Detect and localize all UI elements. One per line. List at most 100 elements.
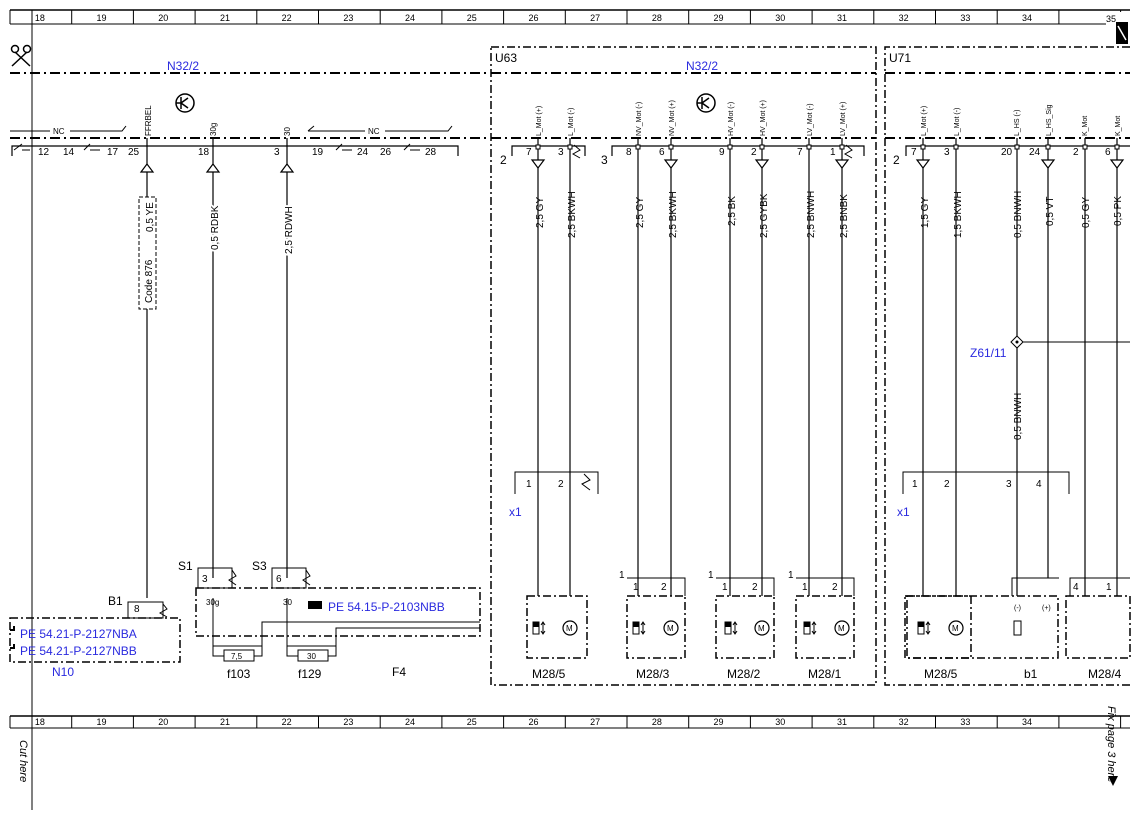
sig-ffrbel: FFRBEL <box>144 105 153 136</box>
svg-text:M: M <box>952 624 959 633</box>
b1-plus-terminal: (+) <box>1042 605 1051 612</box>
motor-pin-2: 2 <box>661 582 667 593</box>
nc-label-left: NC <box>53 127 65 136</box>
fix-page-text: Fix page 3 here <box>1105 706 1117 782</box>
u71-label: U71 <box>889 51 911 65</box>
s1-label: S1 <box>178 559 193 573</box>
sig-nv-mot-minus: NV_Mot (-) <box>636 102 643 136</box>
grid-col-26-top: 26 <box>528 13 538 23</box>
grid-col-21-top: 21 <box>220 13 230 23</box>
grid-col-29-bottom: 29 <box>714 717 724 727</box>
grid-col-32-top: 32 <box>899 13 909 23</box>
wire-0-5-pk: 0,5 PK <box>1113 196 1124 226</box>
svg-text:2,5 RDWH: 2,5 RDWH <box>284 206 295 254</box>
s3-pin-6: 6 <box>276 574 282 585</box>
f103-label: f103 <box>227 667 251 681</box>
grid-col-27-bottom: 27 <box>590 717 600 727</box>
grid-col-33-bottom: 33 <box>960 717 970 727</box>
grid-col-19-bottom: 19 <box>97 717 107 727</box>
u63-label: U63 <box>495 51 517 65</box>
u71-pin-24: 24 <box>1029 147 1041 158</box>
wire-2-5-bkwh-2: 2,5 BKWH <box>668 191 679 238</box>
motor-pin-1b: 1 <box>802 582 808 593</box>
sig-l-mot-plus: L_Mot (+) <box>536 106 543 136</box>
wire-2-5-bkwh-1: 2,5 BKWH <box>567 191 578 238</box>
z61-11-label: Z61/11 <box>970 346 1007 360</box>
grid-col-20-top: 20 <box>158 13 168 23</box>
wire-1-5-gy: 1,5 GY <box>920 197 931 228</box>
grid-col-27-top: 27 <box>590 13 600 23</box>
scissors-icon <box>10 44 32 67</box>
u71-pin-20: 20 <box>1001 147 1013 158</box>
grid-col-26-bottom: 26 <box>528 717 538 727</box>
u63-pin-7: 7 <box>526 147 532 158</box>
grid-col-23-top: 23 <box>343 13 353 23</box>
f4-label: F4 <box>392 665 406 679</box>
x1-left-connector: 1 2 x1 <box>509 471 599 519</box>
grid-col-21-bottom: 21 <box>220 717 230 727</box>
grid-col-31-bottom: 31 <box>837 717 847 727</box>
grid-col-22-top: 22 <box>282 13 292 23</box>
u71-sig-l-hs-sig: L_HS_Sig <box>1046 104 1053 136</box>
grid-col-25-bottom: 25 <box>467 717 477 727</box>
code-876-label: Code 876 <box>144 259 155 303</box>
ref-pe-54-21-p-2127nbb[interactable]: PE 54.21-P-2127NBB <box>20 644 137 658</box>
x1r-pin-2: 2 <box>944 479 950 490</box>
n32-2-left-label: N32/2 <box>167 59 199 73</box>
u71-wires: 1,5 GY 1,5 BKWH 0,5 BNWH 0,5 VT 0,5 GY 0… <box>915 138 1130 596</box>
x1-right-connector: 1 2 3 4 x1 <box>897 471 1070 519</box>
sig-hv-mot-plus: HV_Mot (+) <box>760 100 767 136</box>
wire-2-5-gy-1: 2,5 GY <box>535 197 546 228</box>
u63-wires: 2,5 GY 2,5 BKWH 2,5 GY 2,5 BKWH 2,5 BK 2… <box>530 138 853 596</box>
n32-2-left-pins: 12 14 17 25 18 3 19 24 26 28 <box>13 143 437 158</box>
u71-sig-k-mot: K_Mot <box>1082 116 1089 136</box>
wire-2-5-rdwh: 2,5 RDWH <box>284 206 295 254</box>
u71-pin-2: 2 <box>1073 147 1079 158</box>
wire-2-5-bnbk: 2,5 BNBK <box>839 194 850 238</box>
grid-col-18-bottom: 18 <box>35 717 45 727</box>
x1-left-label: x1 <box>509 505 522 519</box>
motor-pin-1b: 1 <box>722 582 728 593</box>
reference-pointer-icon <box>308 601 322 609</box>
grid-col-19-top: 19 <box>97 13 107 23</box>
u63-pin-3: 3 <box>558 147 564 158</box>
s3-signal: 30 <box>283 598 292 607</box>
motor-pin-1b: 1 <box>633 582 639 593</box>
motor-icon <box>562 620 578 636</box>
svg-text:M: M <box>667 624 674 633</box>
grid-frame: 1818191920202121222223232424252526262727… <box>9 9 1130 810</box>
grid-col-28-bottom: 28 <box>652 717 662 727</box>
n32-2-left-boundary: N32/2 NC NC <box>10 59 488 156</box>
x1r-pin-4: 4 <box>1036 479 1042 490</box>
pin-19: 19 <box>312 147 324 158</box>
wire-0-5-ye: 0,5 YE <box>145 202 156 232</box>
u63-pin-8: 8 <box>626 147 632 158</box>
grid-col-28-top: 28 <box>652 13 662 23</box>
sig-30g: 30g <box>209 123 218 136</box>
pin-25: 25 <box>128 147 140 158</box>
u63-pin-9: 9 <box>719 147 725 158</box>
pin-12: 12 <box>38 147 50 158</box>
u71-sig-l-mot-plus: L_Mot (+) <box>921 106 928 136</box>
motor-pin-1: 1 <box>619 570 625 581</box>
svg-text:0,5 RDBK: 0,5 RDBK <box>210 205 221 250</box>
n32-2-right-label: N32/2 <box>686 59 718 73</box>
grid-col-34-top: 34 <box>1022 13 1032 23</box>
u63-box: U63 N32/2 2 3 <box>490 46 877 686</box>
sig-nv-mot-plus: NV_Mot (+) <box>669 100 676 136</box>
grid-col-18-top: 18 <box>35 13 45 23</box>
m28-4-pin-1: 1 <box>1106 582 1112 593</box>
sig-lv-mot-minus: LV_Mot (-) <box>807 103 814 136</box>
ref-pe-54-15-p-2103nbb[interactable]: PE 54.15-P-2103NBB <box>328 600 445 614</box>
u63-pins: 7 3 8 6 9 2 7 1 <box>526 147 836 158</box>
u63-conn-3: 3 <box>601 153 608 167</box>
m28-3-label: M28/3 <box>636 667 670 681</box>
n10-box: B1 8 PE 54.21-P-2127NBA PE 54.21-P-2127N… <box>9 594 181 679</box>
x1-pin-2: 2 <box>558 479 564 490</box>
ref-pe-54-21-p-2127nba[interactable]: PE 54.21-P-2127NBA <box>20 627 137 641</box>
motor-icon <box>754 620 770 636</box>
m28-5-label-b: M28/5 <box>924 667 958 681</box>
pin-17: 17 <box>107 147 119 158</box>
wire-0-5-vt: 0,5 VT <box>1045 197 1056 226</box>
svg-text:M: M <box>566 624 573 633</box>
